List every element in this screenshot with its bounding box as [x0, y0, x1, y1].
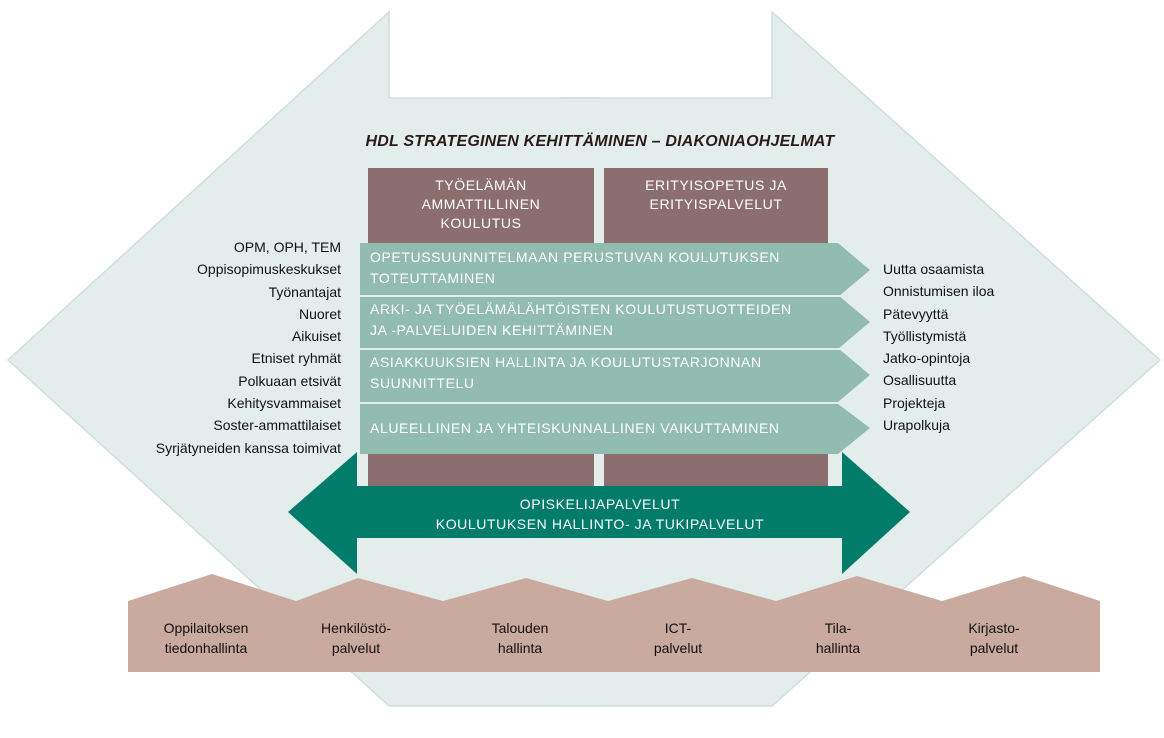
column-2-header: ERITYISOPETUS JA ERITYISPALVELUT [604, 176, 828, 214]
column-1-header: TYÖELÄMÄN AMMATTILLINEN KOULUTUS [368, 176, 594, 233]
stakeholder-item: OPM, OPH, TEM [233, 239, 341, 255]
bottom-item-personnel-services: Henkilöstö- palvelut [286, 618, 426, 658]
band-2-label: ARKI- JA TYÖELÄMÄLÄHTÖISTEN KOULUTUSTUOT… [370, 299, 840, 341]
band-1-shape [360, 243, 870, 297]
band-3-line: ASIAKKUUKSIEN HALLINTA JA KOULUTUSTARJON… [370, 354, 762, 370]
bottom-item-information-management: Oppilaitoksen tiedonhallinta [136, 618, 276, 658]
outcome-list: Uutta osaamista Onnistumisen iloa Pätevy… [883, 258, 994, 436]
bottom-item-facilities: Tila- hallinta [768, 618, 908, 658]
bottom-item-line: Henkilöstö- [320, 620, 392, 636]
bottom-item-line: tiedonhallinta [164, 640, 248, 656]
band-1-line: TOTEUTTAMINEN [370, 270, 496, 286]
band-4-line: ALUEELLINEN JA YHTEISKUNNALLINEN VAIKUTT… [370, 420, 780, 436]
stakeholder-item: Kehitysvammaiset [227, 395, 341, 412]
outcome-item: Onnistumisen iloa [883, 283, 995, 300]
bottom-strip [128, 574, 1100, 672]
band-4-label: ALUEELLINEN JA YHTEISKUNNALLINEN VAIKUTT… [370, 418, 840, 439]
band-1-line: OPETUSSUUNNITELMAAN PERUSTUVAN KOULUTUKS… [370, 249, 781, 265]
outcome-item: Osallisuutta [883, 372, 957, 389]
stakeholder-item: Soster-ammattilaiset [213, 417, 341, 434]
bottom-item-line: palvelut [331, 640, 381, 656]
services-arrow-line-1: OPISKELIJAPALVELUT [519, 496, 681, 512]
bottom-item-finance: Talouden hallinta [450, 618, 590, 658]
stakeholder-item: Etniset ryhmät [251, 350, 341, 367]
bottom-item-library-services: Kirjasto- palvelut [924, 618, 1064, 658]
band-2-line: ARKI- JA TYÖELÄMÄLÄHTÖISTEN KOULUTUSTUOT… [370, 301, 792, 317]
stakeholder-item: Työnantajat [268, 283, 341, 300]
bottom-item-line: hallinta [815, 640, 861, 656]
diagram-title: HDL STRATEGINEN KEHITTÄMINEN – DIAKONIAO… [365, 133, 835, 150]
stakeholder-item: Oppisopimuskeskukset [197, 261, 341, 278]
bottom-item-line: palvelut [969, 640, 1019, 656]
bottom-item-ict-services: ICT- palvelut [608, 618, 748, 658]
outcome-item: Jatko-opintoja [883, 350, 971, 367]
outcome-item: Projekteja [883, 394, 946, 411]
bottom-item-line: palvelut [653, 640, 703, 656]
services-arrow-line-2: KOULUTUKSEN HALLINTO- JA TUKIPALVELUT [435, 516, 765, 532]
band-3-line: SUUNNITTELU [370, 375, 475, 391]
band-1-label: OPETUSSUUNNITELMAAN PERUSTUVAN KOULUTUKS… [370, 247, 840, 289]
bottom-item-line: Kirjasto- [968, 620, 1020, 636]
band-4-shape [360, 404, 870, 454]
stakeholder-list: OPM, OPH, TEM Oppisopimuskeskukset Työna… [156, 236, 341, 459]
bottom-item-line: Oppilaitoksen [163, 620, 249, 636]
column-1-line: TYÖELÄMÄN [435, 177, 527, 193]
column-2-line: ERITYISPALVELUT [649, 196, 783, 212]
bottom-item-line: hallinta [497, 640, 543, 656]
band-2-shape [360, 295, 870, 349]
outcome-item: Työllistymistä [883, 327, 967, 344]
outcome-item: Uutta osaamista [883, 261, 985, 277]
stakeholder-item: Nuoret [298, 305, 341, 322]
services-arrow [288, 452, 910, 574]
stakeholder-item: Aikuiset [291, 328, 341, 345]
column-2-line: ERITYISOPETUS JA [645, 177, 787, 193]
band-2-line: JA -PALVELUIDEN KEHITTÄMINEN [370, 322, 614, 338]
stakeholder-item: Syrjätyneiden kanssa toimivat [155, 439, 341, 456]
column-1-line: AMMATTILLINEN [421, 196, 541, 212]
band-3-shape [360, 348, 870, 402]
outcome-item: Pätevyyttä [883, 305, 949, 322]
bottom-item-line: ICT- [664, 620, 692, 636]
stakeholder-item: Polkuaan etsivät [238, 372, 341, 389]
column-1-line: KOULUTUS [440, 215, 522, 231]
band-3-label: ASIAKKUUKSIEN HALLINTA JA KOULUTUSTARJON… [370, 352, 840, 394]
bottom-item-line: Talouden [491, 620, 549, 636]
bottom-item-line: Tila- [824, 620, 852, 636]
outcome-item: Urapolkuja [883, 417, 950, 434]
